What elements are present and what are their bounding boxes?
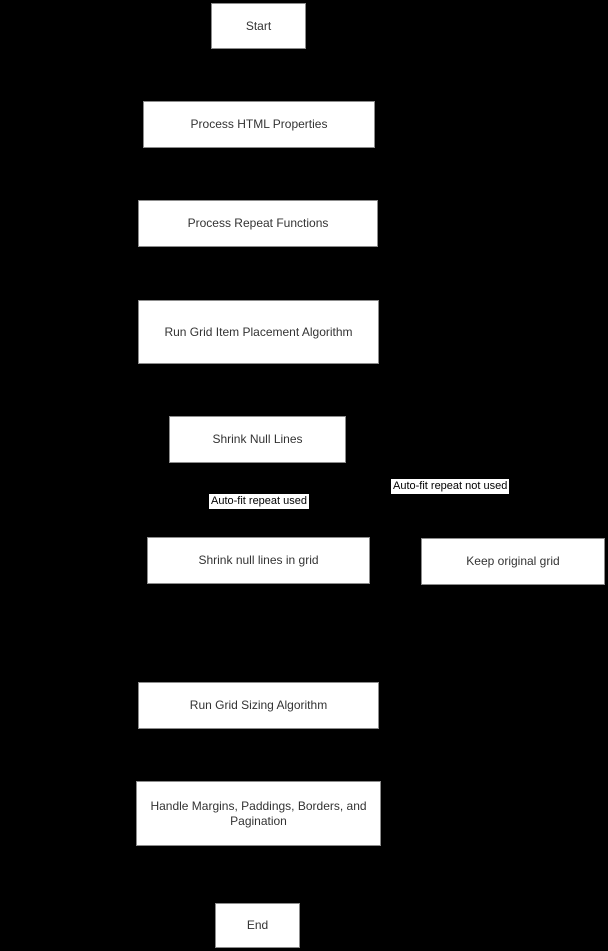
flowchart-node-process-repeat-functions: Process Repeat Functions — [138, 200, 378, 247]
edge-label-auto-fit-repeat-not-used: Auto-fit repeat not used — [391, 479, 510, 494]
edge-label-auto-fit-repeat-used: Auto-fit repeat used — [209, 494, 310, 509]
flowchart-node-start: Start — [211, 3, 306, 49]
flowchart-node-keep-original-grid: Keep original grid — [421, 538, 605, 585]
flowchart-node-handle-margins-paddings-borders-pagination: Handle Margins, Paddings, Borders, and P… — [136, 781, 381, 846]
flowchart-node-process-html-properties: Process HTML Properties — [143, 101, 375, 148]
flowchart-node-end: End — [215, 903, 300, 948]
flowchart-node-run-grid-sizing-algorithm: Run Grid Sizing Algorithm — [138, 682, 379, 729]
flowchart-node-run-grid-item-placement-algorithm: Run Grid Item Placement Algorithm — [138, 300, 379, 364]
flowchart-node-shrink-null-lines-in-grid: Shrink null lines in grid — [147, 537, 370, 584]
flowchart-node-shrink-null-lines: Shrink Null Lines — [169, 416, 346, 463]
